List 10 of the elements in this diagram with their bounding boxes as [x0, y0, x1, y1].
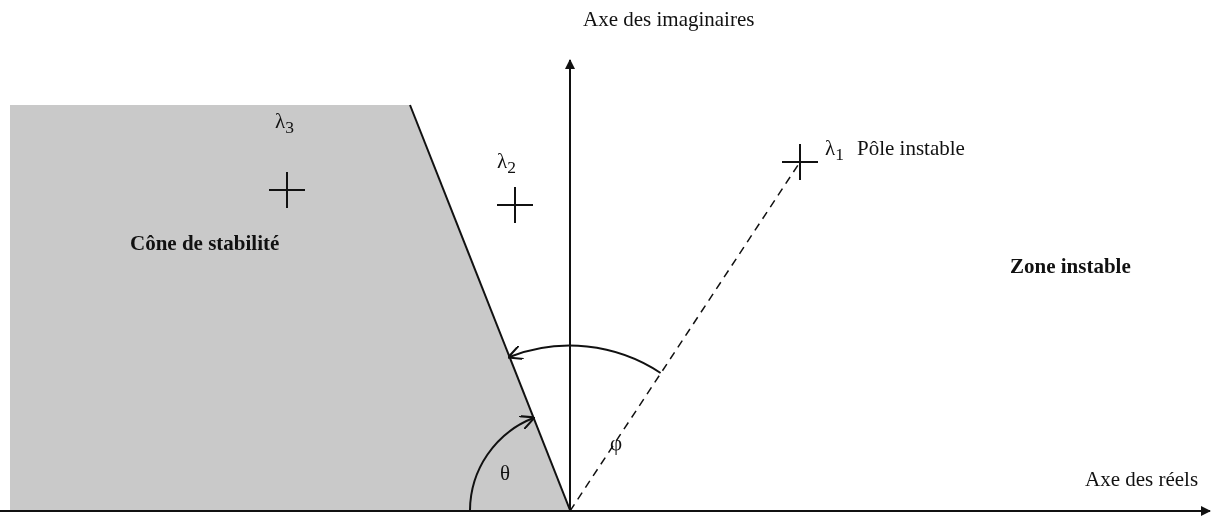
angle-label: φ — [610, 432, 623, 456]
pole-label: λ$_{1}$ — [825, 137, 844, 165]
region-label: Cône de stabilité — [130, 232, 280, 256]
axis-label: Axe des imaginaires — [583, 8, 755, 32]
pole-label: Pôle instable — [857, 137, 965, 161]
pole-label: λ$_{2}$ — [497, 150, 516, 178]
angle-label: θ — [500, 462, 511, 486]
axis-label: Axe des réels — [1085, 468, 1199, 492]
pole-label: λ$_{3}$ — [275, 110, 294, 138]
region-label: Zone instable — [1010, 255, 1131, 279]
